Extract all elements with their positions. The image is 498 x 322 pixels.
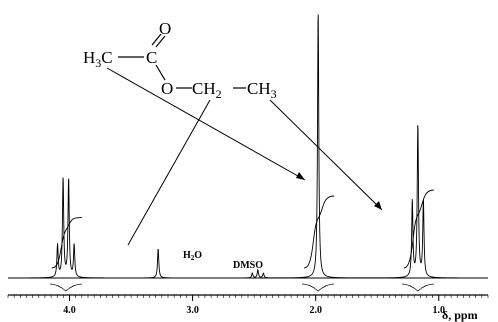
arrow-ch2 <box>127 99 211 246</box>
integral-curve <box>403 189 434 269</box>
integral-curve <box>303 195 335 269</box>
integral-bracket <box>49 283 82 292</box>
tick-label: 2.0 <box>309 305 322 316</box>
integral-curves <box>49 189 434 292</box>
annotation-h2o: H2O <box>183 250 202 262</box>
tick-label: 3.0 <box>186 305 199 316</box>
bond-c-o-single <box>155 64 166 81</box>
ethyl-acetate-structure: H3C C O O CH2 CH3 <box>83 19 277 101</box>
structure-carbonyl-o: O <box>159 19 171 38</box>
x-axis-tick-labels: 4.0 3.0 2.0 1.0 <box>63 305 445 316</box>
x-axis-label: δ, ppm <box>442 308 478 322</box>
annotation-dmso: DMSO <box>233 260 263 271</box>
tick-label: 4.0 <box>63 305 76 316</box>
spectrum-trace <box>8 14 488 279</box>
integral-bracket <box>302 283 335 292</box>
structure-ester-o: O <box>161 79 173 98</box>
arrow-ch3-ethyl-head <box>374 201 382 210</box>
tick-label: 1.0 <box>433 305 446 316</box>
assignment-arrows <box>106 67 383 246</box>
structure-ch2: CH2 <box>192 79 222 101</box>
x-axis-major-ticks <box>69 295 440 301</box>
bond-c-o-double-2 <box>155 35 166 48</box>
arrow-ch3-ethyl <box>269 99 383 211</box>
integral-curve <box>51 217 82 269</box>
structure-h3c: H3C <box>83 48 113 70</box>
structure-carbonyl-c: C <box>146 48 157 67</box>
integral-bracket <box>401 283 434 292</box>
arrow-ch3-acetyl <box>106 67 306 181</box>
structure-ch3: CH3 <box>247 79 277 101</box>
bond-c-o-double-1 <box>151 33 162 46</box>
arrow-ch3-acetyl-head <box>296 172 305 180</box>
